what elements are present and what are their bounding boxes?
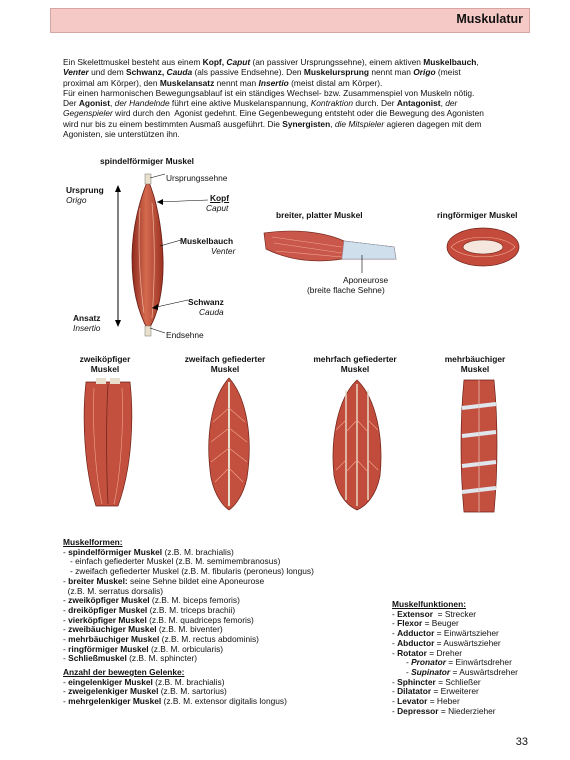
list-item: - Levator = Heber xyxy=(392,696,460,707)
list-item: - Schließmuskel (z.B. M. sphincter) xyxy=(63,653,198,664)
list-item: (z.B. M. serratus dorsalis) xyxy=(63,585,164,596)
muscle-functions-list: Muskelfunktionen: - Extensor = Strecker-… xyxy=(392,599,518,716)
list-item: - Extensor = Strecker xyxy=(392,608,477,619)
list-item: - zweifach gefiederter Muskel (z.B. M. f… xyxy=(63,566,314,577)
list-item: - dreiköpfiger Muskel (z.B. M. triceps b… xyxy=(63,604,236,615)
joints-list: Anzahl der bewegten Gelenke: - eingelenk… xyxy=(63,667,287,707)
list-item: - Pronator = Einwärtsdreher xyxy=(392,657,512,668)
list-item: - Adductor = Einwärtszieher xyxy=(392,628,499,639)
flat-muscle-illustration xyxy=(263,230,397,273)
venter-label: Venter xyxy=(211,246,236,256)
intro-line: Venter und dem Schwanz, Cauda (als passi… xyxy=(63,67,461,78)
list-item: - zweigelenkiger Muskel (z.B. M. sartori… xyxy=(63,686,227,697)
schwanz-label: Schwanz xyxy=(188,297,224,307)
ansatz-label: Ansatz xyxy=(73,313,101,323)
list-item: - Abductor = Auswärtszieher xyxy=(392,637,501,648)
cauda-label: Cauda xyxy=(199,307,224,317)
page-title: Muskulatur xyxy=(456,12,523,26)
intro-line: wird nur bis zu einem bestimmten Ausmaß … xyxy=(63,118,482,129)
ring-muscle-title: ringförmiger Muskel xyxy=(437,210,518,220)
list-item: - mehrbäuchiger Muskel (z.B. M. rectus a… xyxy=(63,634,259,645)
page-header: Muskulatur xyxy=(50,8,530,33)
list-item: - mehrgelenkiger Muskel (z.B. M. extenso… xyxy=(63,696,287,707)
intro-paragraph: Ein Skelettmuskel besteht aus einem Kopf… xyxy=(63,57,533,139)
multi-bellied-muscle-illustration xyxy=(460,379,498,513)
list-item: - Flexor = Beuger xyxy=(392,618,459,629)
ursprungssehne-label: Ursprungssehne xyxy=(166,173,228,183)
list-item: - eingelenkiger Muskel (z.B. M. brachial… xyxy=(63,676,225,687)
intro-line: Der Agonist, der Handelnde führt eine ak… xyxy=(63,98,458,109)
bipennate-muscle-illustration xyxy=(208,377,250,511)
intro-line: Ein Skelettmuskel besteht aus einem Kopf… xyxy=(63,57,479,67)
muskelbauch-label: Muskelbauch xyxy=(180,236,234,246)
aponeurose-label: Aponeurose xyxy=(343,275,389,285)
ring-muscle-illustration xyxy=(446,227,520,267)
muscle-forms-heading: Muskelformen: xyxy=(63,537,123,547)
list-item: - zweiköpfiger Muskel (z.B. M. biceps fe… xyxy=(63,595,240,606)
aponeurose-desc: (breite flache Sehne) xyxy=(307,285,385,295)
ursprung-label: Ursprung xyxy=(66,185,104,195)
intro-line: Für einen harmonischen Bewegungsablauf i… xyxy=(63,87,475,98)
list-item: - Dilatator = Erweiterer xyxy=(392,686,479,697)
list-item: - Rotator = Dreher xyxy=(392,647,463,658)
muscle-functions-heading: Muskelfunktionen: xyxy=(392,599,466,609)
intro-line: proximal am Körper), den Muskelansatz ne… xyxy=(63,77,383,88)
list-item: - einfach gefiederter Muskel (z.B. M. se… xyxy=(63,556,281,567)
caput-label: Caput xyxy=(206,203,229,213)
spindle-muscle-title: spindelförmiger Muskel xyxy=(100,156,195,166)
muscle-forms-list: Muskelformen: - spindelförmiger Muskel (… xyxy=(63,537,314,664)
joints-heading: Anzahl der bewegten Gelenke: xyxy=(63,667,185,677)
kopf-label: Kopf xyxy=(210,193,230,203)
list-item: - zweibäuchiger Muskel (z.B. M. biventer… xyxy=(63,624,223,635)
multipennate-muscle-illustration xyxy=(332,379,382,511)
list-item: - ringförmiger Muskel (z.B. M. orbicular… xyxy=(63,643,224,654)
page-number: 33 xyxy=(515,736,528,748)
insertio-label: Insertio xyxy=(73,323,101,333)
endsehne-label: Endsehne xyxy=(166,330,204,340)
list-item: - Depressor = Niederzieher xyxy=(392,705,496,716)
intro-line: Agonisten, sie unterstützen ihn. xyxy=(63,129,180,140)
flat-muscle-title: breiter, platter Muskel xyxy=(276,210,363,220)
list-item: - Sphincter = Schließer xyxy=(392,676,481,687)
intro-line: Gegenspieler wird durch den Agonist gede… xyxy=(63,108,484,119)
two-headed-muscle-illustration xyxy=(83,378,133,507)
spindle-muscle-illustration xyxy=(115,173,209,337)
list-item: - breiter Muskel: seine Sehne bildet ein… xyxy=(63,575,265,586)
list-item: - spindelförmiger Muskel (z.B. M. brachi… xyxy=(63,546,234,557)
origo-label: Origo xyxy=(66,195,87,205)
list-item: - vierköpfiger Muskel (z.B. M. quadricep… xyxy=(63,614,254,625)
list-item: - Supinator = Auswärtsdreher xyxy=(392,666,518,677)
